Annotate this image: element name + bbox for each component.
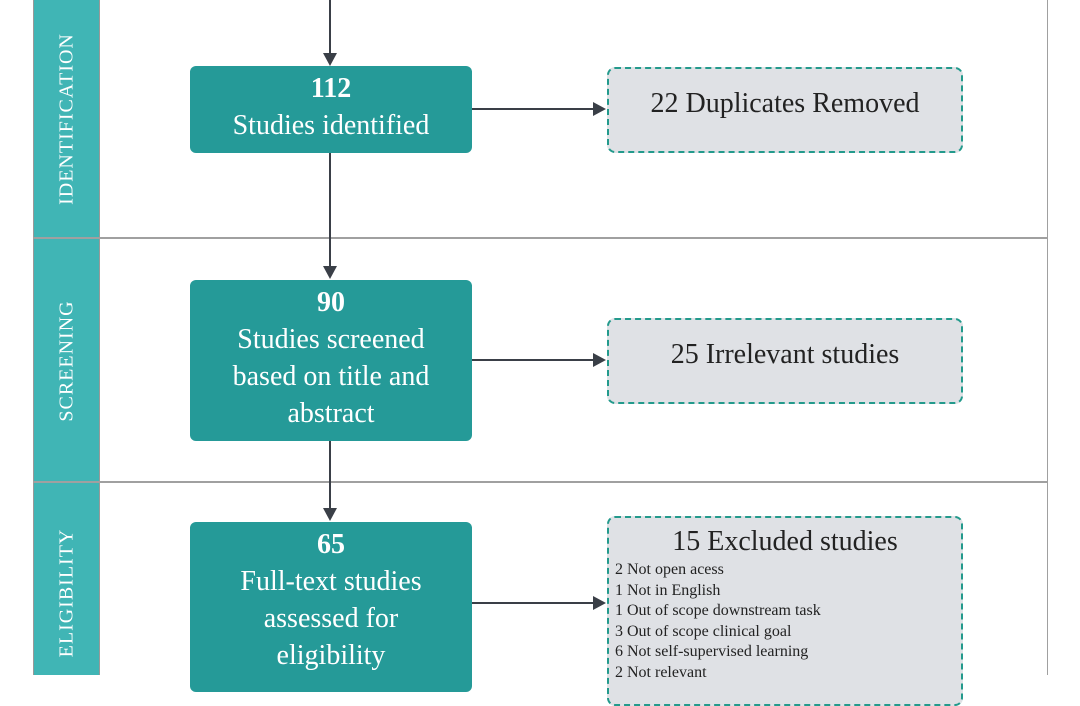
exclusion-list: 2 Not open acess 1 Not in English 1 Out … — [609, 560, 961, 683]
list-item: 2 Not open acess — [615, 561, 724, 578]
excluded-box: 15 Excluded studies 2 Not open acess 1 N… — [607, 516, 963, 706]
arrow-head — [323, 508, 337, 521]
count: 65 — [317, 529, 345, 560]
arrow-head — [593, 596, 606, 610]
arrow-down — [329, 0, 331, 54]
arrow-right — [472, 108, 594, 110]
divider — [33, 237, 1048, 239]
studies-screened-box: 90 Studies screened based on title and a… — [190, 280, 472, 441]
arrow-right — [472, 359, 594, 361]
count: 90 — [317, 287, 345, 318]
list-item: 2 Not relevant — [615, 663, 707, 681]
phase-identification: IDENTIFICATION — [33, 0, 100, 238]
list-item: 1 Not in English — [615, 581, 721, 599]
phase-label: SCREENING — [55, 299, 77, 422]
phase-eligibility: ELIGIBILITY — [33, 483, 100, 675]
border — [1047, 0, 1048, 675]
list-item: 6 Not self-supervised learning — [615, 643, 809, 660]
phase-screening: SCREENING — [33, 239, 100, 482]
phase-label: ELIGIBILITY — [55, 528, 77, 658]
label: 15 Excluded studies — [672, 526, 898, 557]
arrow-head — [323, 53, 337, 66]
arrow-down — [329, 440, 331, 509]
arrow-head — [593, 353, 606, 367]
label: Full-text studies assessed for eligibili… — [240, 566, 422, 671]
label: 22 Duplicates Removed — [650, 88, 920, 119]
label: 25 Irrelevant studies — [670, 339, 900, 370]
divider — [33, 481, 1048, 483]
label: Studies screened based on title and abst… — [232, 324, 430, 429]
phase-label: IDENTIFICATION — [55, 33, 77, 205]
studies-identified-box: 112 Studies identified — [190, 66, 472, 153]
arrow-head — [593, 102, 606, 116]
count: 112 — [310, 73, 352, 104]
full-text-box: 65 Full-text studies assessed for eligib… — [190, 522, 472, 692]
duplicates-box: 22 Duplicates Removed — [607, 67, 963, 153]
arrow-down — [329, 152, 331, 267]
irrelevant-box: 25 Irrelevant studies — [607, 318, 963, 404]
arrow-head — [323, 266, 337, 279]
label: Studies identified — [232, 110, 430, 141]
arrow-right — [472, 602, 594, 604]
list-item: 1 Out of scope downstream task — [615, 602, 821, 619]
list-item: 3 Out of scope clinical goal — [615, 622, 792, 640]
